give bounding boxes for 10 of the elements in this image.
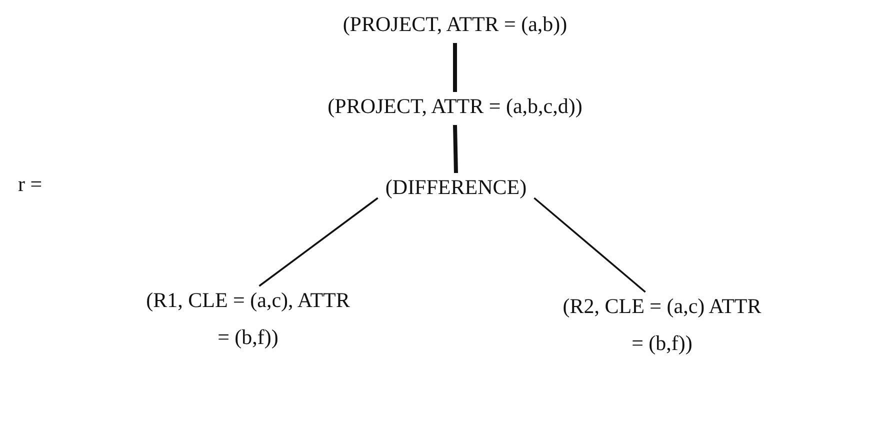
expression-text: (DIFFERENCE) (384, 174, 528, 201)
connector-line (453, 43, 457, 92)
expression-text: (PROJECT, ATTR = (a,b)) (342, 11, 568, 38)
expression-text: (PROJECT, ATTR = (a,b,c,d)) (326, 93, 584, 120)
expression-text: (R1, CLE = (a,c), ATTR = (b,f)) (145, 287, 351, 351)
connector-line (534, 197, 646, 293)
connector-line (258, 197, 378, 287)
connector-line (453, 124, 458, 174)
equation-label: r = (18, 172, 42, 197)
expression-text: (R2, CLE = (a,c) ATTR = (b,f)) (562, 293, 762, 357)
